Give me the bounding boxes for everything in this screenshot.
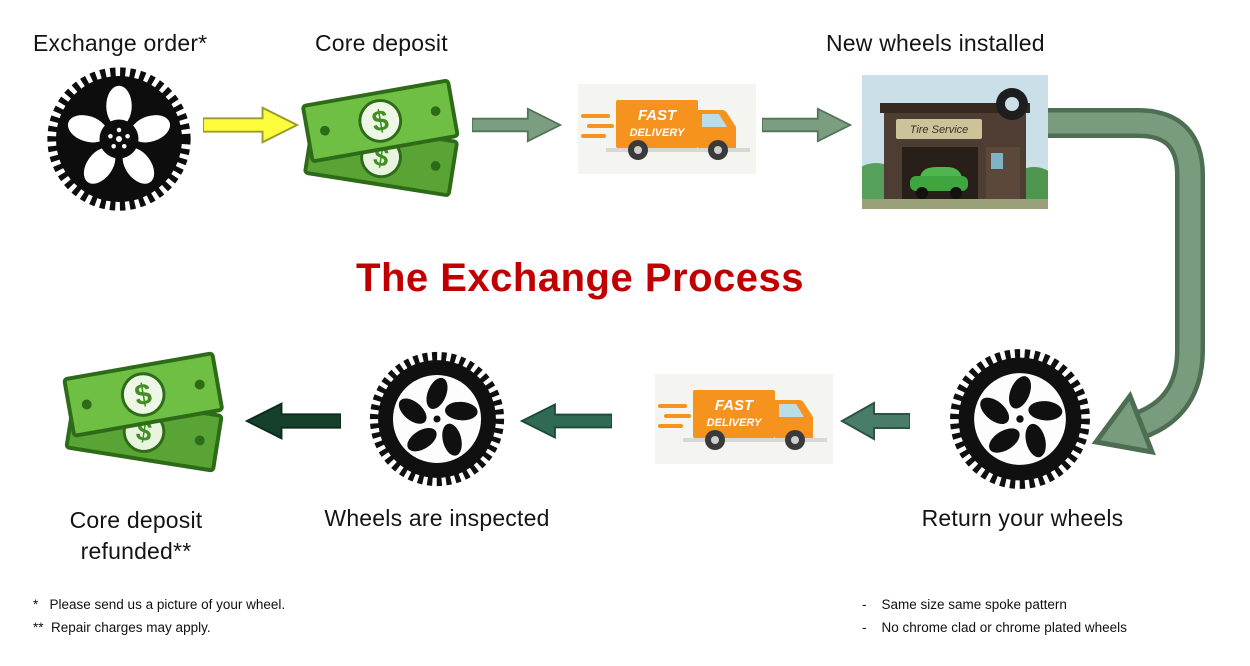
delivery-truck-icon: FAST DELIVERY (655, 374, 833, 464)
arrow-left-icon (840, 400, 910, 442)
arrow-left-icon (520, 400, 612, 442)
money-bills-icon: $ $ (292, 76, 472, 202)
truck-text-fast: FAST (715, 397, 755, 414)
label-exchange-order: Exchange order* (33, 30, 208, 56)
curved-arrow-icon (1048, 95, 1238, 475)
white-wheel-icon (366, 348, 508, 490)
label-core-deposit: Core deposit (315, 30, 448, 56)
label-line-1: Core deposit (69, 507, 203, 533)
tire-shop-icon: Tire Service (862, 75, 1048, 209)
footnote-repair: ** Repair charges may apply. (33, 620, 211, 635)
white-wheel-icon (946, 345, 1094, 493)
label-line-2: refunded** (80, 538, 192, 565)
footnote-same-size: - Same size same spoke pattern (862, 597, 1067, 612)
diagram-title: The Exchange Process (356, 256, 804, 300)
dollar-sign: $ (132, 377, 154, 412)
label-wheels-are-inspected: Wheels are inspected (324, 505, 550, 531)
black-wheel-icon (44, 64, 194, 214)
truck-text-delivery: DELIVERY (707, 417, 763, 429)
shop-sign-text: Tire Service (910, 124, 969, 136)
label-return-your-wheels: Return your wheels (921, 505, 1124, 531)
arrow-right-yellow-icon (203, 104, 299, 146)
footnote-picture: * Please send us a picture of your wheel… (33, 597, 286, 612)
truck-text-fast: FAST (638, 107, 678, 124)
arrow-left-icon (245, 400, 341, 442)
delivery-truck-icon: FAST DELIVERY (578, 84, 756, 174)
truck-text-delivery: DELIVERY (630, 127, 686, 139)
footnote-no-chrome: - No chrome clad or chrome plated wheels (862, 620, 1127, 635)
money-bills-icon: $ $ (56, 346, 234, 480)
arrow-right-icon (472, 104, 562, 146)
label-new-wheels-installed: New wheels installed (826, 30, 1045, 56)
label-core-deposit-refunded: Core deposit refunded** (35, 505, 237, 567)
dollar-sign: $ (370, 104, 391, 138)
arrow-right-icon (762, 104, 852, 146)
